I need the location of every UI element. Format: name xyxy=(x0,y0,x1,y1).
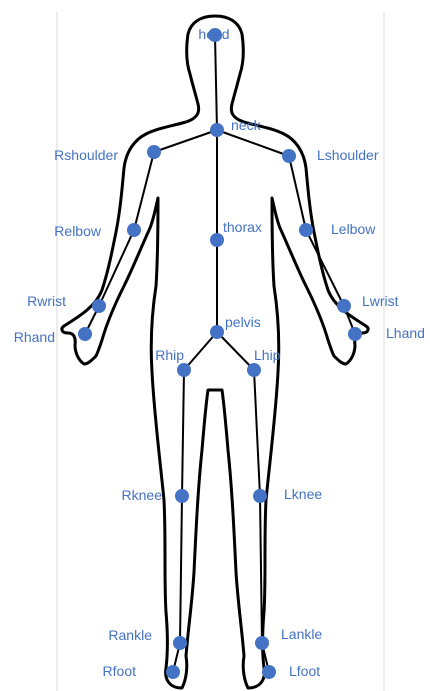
joint-rfoot xyxy=(166,665,180,679)
bone-rshoulder-relbow xyxy=(134,152,154,230)
bone-pelvis-lhip xyxy=(217,332,254,370)
joint-lelbow xyxy=(299,223,313,237)
bone-neck-lshoulder xyxy=(217,130,289,156)
label-relbow: Relbow xyxy=(54,223,102,239)
bone-lhip-lknee xyxy=(254,370,260,496)
bone-neck-rshoulder xyxy=(154,130,217,152)
label-rshoulder: Rshoulder xyxy=(54,147,118,163)
label-neck: neck xyxy=(231,117,262,133)
guide-lines xyxy=(57,12,384,691)
label-lhip: Lhip xyxy=(254,347,281,363)
label-lelbow: Lelbow xyxy=(331,221,376,237)
skeleton-joints xyxy=(78,28,362,679)
joint-rshoulder xyxy=(147,145,161,159)
bone-rhip-rknee xyxy=(182,370,184,496)
bone-lshoulder-lelbow xyxy=(289,156,306,230)
label-pelvis: pelvis xyxy=(225,314,261,330)
label-rknee: Rknee xyxy=(122,487,163,503)
bone-pelvis-rhip xyxy=(184,332,217,370)
bone-relbow-rwrist xyxy=(99,230,134,306)
label-rhand: Rhand xyxy=(14,329,55,345)
label-lwrist: Lwrist xyxy=(362,293,399,309)
bone-lknee-lankle xyxy=(260,496,262,643)
joint-lhip xyxy=(247,363,261,377)
joint-rhip xyxy=(177,363,191,377)
label-lankle: Lankle xyxy=(281,626,322,642)
joint-relbow xyxy=(127,223,141,237)
bone-head-neck xyxy=(215,35,217,130)
joint-rhand xyxy=(78,327,92,341)
joint-rwrist xyxy=(92,299,106,313)
label-lknee: Lknee xyxy=(284,486,322,502)
body-outline-path xyxy=(62,16,368,688)
label-lhand: Lhand xyxy=(386,325,425,341)
joint-lhand xyxy=(348,327,362,341)
joint-lfoot xyxy=(262,665,276,679)
joint-lwrist xyxy=(337,299,351,313)
label-thorax: thorax xyxy=(223,219,262,235)
label-rfoot: Rfoot xyxy=(103,663,137,679)
joint-thorax xyxy=(210,233,224,247)
label-rankle: Rankle xyxy=(108,627,152,643)
label-lshoulder: Lshoulder xyxy=(317,147,379,163)
bone-rknee-rankle xyxy=(180,496,182,643)
joint-lshoulder xyxy=(282,149,296,163)
joint-pelvis xyxy=(210,325,224,339)
label-lfoot: Lfoot xyxy=(289,663,320,679)
joint-neck xyxy=(210,123,224,137)
joint-lankle xyxy=(255,636,269,650)
joint-rankle xyxy=(173,636,187,650)
label-rhip: Rhip xyxy=(155,347,184,363)
body-outline xyxy=(62,16,368,688)
label-rwrist: Rwrist xyxy=(27,293,66,309)
joint-lknee xyxy=(253,489,267,503)
joint-rknee xyxy=(175,489,189,503)
label-head: head xyxy=(198,26,229,42)
